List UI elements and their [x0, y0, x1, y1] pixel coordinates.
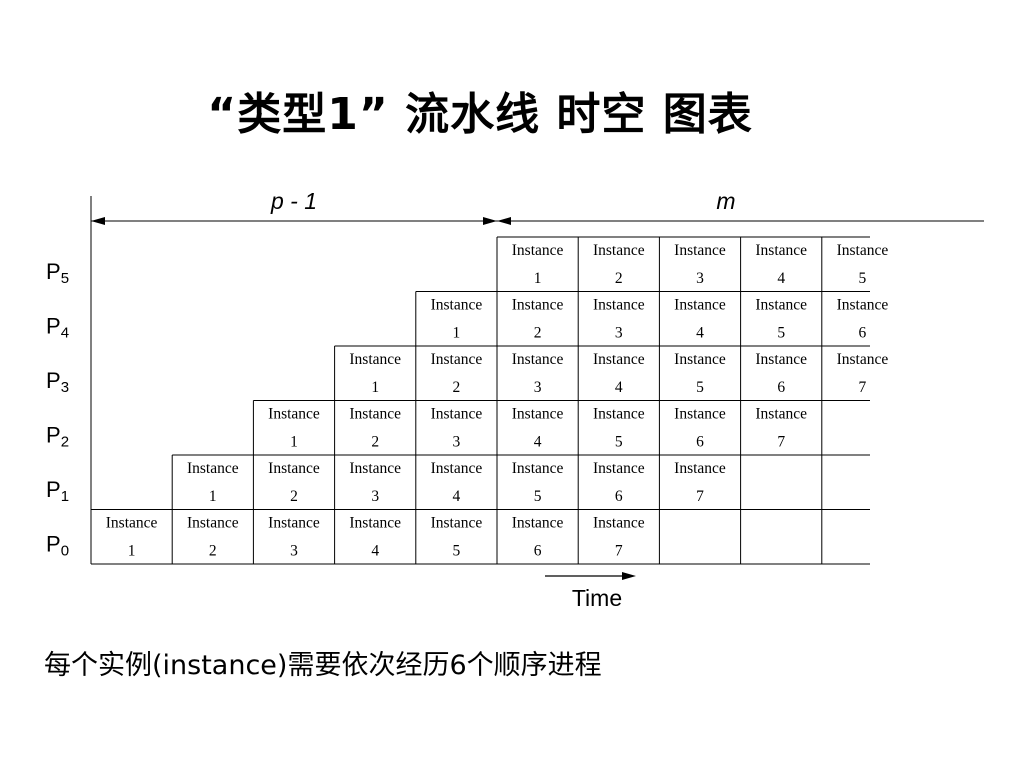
instance-cell-number: 2	[209, 543, 217, 560]
stage-label-p2: P2	[46, 423, 69, 451]
instance-cell-number: 3	[534, 379, 542, 396]
instance-cell-number: 5	[453, 543, 461, 560]
span-left-arrowhead-start	[91, 217, 105, 225]
instance-cell-word: Instance	[268, 406, 320, 423]
instance-cell-word: Instance	[512, 242, 564, 259]
span-left-label: p - 1	[270, 188, 317, 214]
instance-cell-word: Instance	[674, 242, 726, 259]
span-left-arrowhead-end	[483, 217, 497, 225]
instance-cell-number: 5	[696, 379, 704, 396]
instance-cell-number: 3	[290, 543, 298, 560]
span-right-label: m	[716, 188, 735, 214]
instance-cell-number: 2	[453, 379, 461, 396]
instance-cell-word: Instance	[512, 460, 564, 477]
instance-cell-word: Instance	[593, 460, 645, 477]
instance-cell-number: 2	[290, 488, 298, 505]
instance-cell-word: Instance	[431, 460, 483, 477]
instance-cell-word: Instance	[431, 297, 483, 314]
instance-cell-number: 4	[453, 488, 461, 505]
instance-cell-number: 5	[777, 325, 785, 342]
instance-cell-number: 5	[534, 488, 542, 505]
stage-label-p5: P5	[46, 259, 69, 287]
instance-cell-word: Instance	[431, 406, 483, 423]
instance-cell-number: 1	[128, 543, 136, 560]
instance-cell-word: Instance	[349, 515, 401, 532]
instance-cell-word: Instance	[593, 351, 645, 368]
grid-lines	[90, 196, 870, 565]
instance-cell-number: 2	[534, 325, 542, 342]
instance-cell-number: 6	[615, 488, 623, 505]
instance-cell-word: Instance	[755, 406, 807, 423]
instance-cell-number: 4	[777, 270, 785, 287]
instance-cell-number: 3	[696, 270, 704, 287]
instance-cell-word: Instance	[187, 460, 239, 477]
instance-cell-number: 2	[371, 434, 379, 451]
instance-cell-word: Instance	[431, 351, 483, 368]
instance-cell-number: 7	[696, 488, 704, 505]
instance-cell-number: 6	[859, 325, 867, 342]
caption-text: 每个实例(instance)需要依次经历6个顺序进程	[44, 650, 602, 681]
time-label: Time	[572, 585, 622, 611]
instance-cell-word: Instance	[674, 406, 726, 423]
instance-cell-word: Instance	[674, 460, 726, 477]
span-right-arrowhead-start	[497, 217, 511, 225]
instance-cell-number: 3	[615, 325, 623, 342]
instance-cell-number: 5	[859, 270, 867, 287]
instance-cell-number: 7	[615, 543, 623, 560]
instance-cell-number: 1	[534, 270, 542, 287]
instance-cell-word: Instance	[593, 242, 645, 259]
instance-cell-number: 6	[696, 434, 704, 451]
instance-cell-number: 4	[371, 543, 379, 560]
instance-cell-word: Instance	[268, 515, 320, 532]
instance-cell-number: 1	[290, 434, 298, 451]
instance-cell-word: Instance	[512, 515, 564, 532]
instance-cell-number: 3	[371, 488, 379, 505]
instance-cell-number: 1	[209, 488, 217, 505]
instance-cell-word: Instance	[349, 351, 401, 368]
instance-cell-word: Instance	[674, 297, 726, 314]
stage-label-p3: P3	[46, 368, 69, 396]
instance-cell-word: Instance	[431, 515, 483, 532]
stage-label-p4: P4	[46, 314, 69, 342]
instance-cell-number: 4	[534, 434, 542, 451]
instance-cell-word: Instance	[593, 297, 645, 314]
instance-cell-word: Instance	[837, 242, 889, 259]
time-arrowhead	[622, 572, 636, 580]
instance-cell-number: 2	[615, 270, 623, 287]
instance-cells: Instance1Instance2Instance3Instance4Inst…	[106, 242, 889, 560]
instance-cell-word: Instance	[512, 351, 564, 368]
instance-cell-word: Instance	[593, 406, 645, 423]
stage-label-p0: P0	[46, 532, 69, 560]
instance-cell-number: 1	[453, 325, 461, 342]
instance-cell-word: Instance	[512, 406, 564, 423]
instance-cell-number: 4	[615, 379, 623, 396]
instance-cell-word: Instance	[837, 351, 889, 368]
instance-cell-word: Instance	[755, 297, 807, 314]
instance-cell-number: 1	[371, 379, 379, 396]
instance-cell-word: Instance	[593, 515, 645, 532]
instance-cell-word: Instance	[349, 460, 401, 477]
instance-cell-word: Instance	[349, 406, 401, 423]
instance-cell-number: 5	[615, 434, 623, 451]
instance-cell-word: Instance	[512, 297, 564, 314]
instance-cell-word: Instance	[106, 515, 158, 532]
instance-cell-number: 3	[453, 434, 461, 451]
instance-cell-number: 7	[777, 434, 785, 451]
instance-cell-number: 6	[777, 379, 785, 396]
instance-cell-number: 4	[696, 325, 704, 342]
stage-label-p1: P1	[46, 477, 69, 505]
instance-cell-word: Instance	[837, 297, 889, 314]
instance-cell-word: Instance	[674, 351, 726, 368]
pipeline-space-time-diagram: Instance1Instance2Instance3Instance4Inst…	[46, 188, 984, 611]
instance-cell-word: Instance	[755, 351, 807, 368]
instance-cell-number: 6	[534, 543, 542, 560]
instance-cell-word: Instance	[755, 242, 807, 259]
instance-cell-word: Instance	[187, 515, 239, 532]
instance-cell-word: Instance	[268, 460, 320, 477]
slide-title: “类型1” 流水线 时空 图表	[207, 89, 753, 140]
instance-cell-number: 7	[859, 379, 867, 396]
